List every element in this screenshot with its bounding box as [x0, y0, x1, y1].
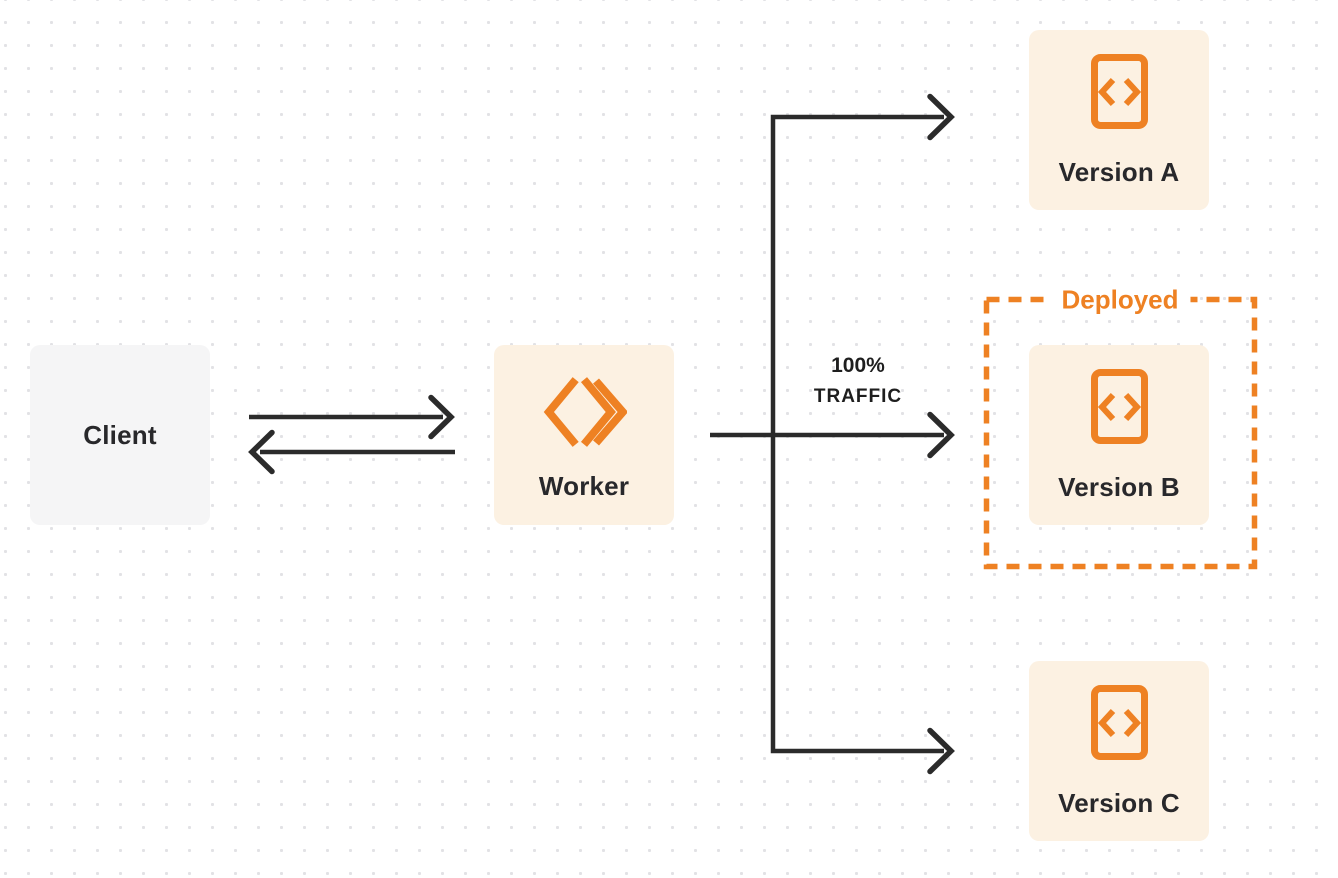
- code-file-icon: [1090, 369, 1148, 444]
- client-label: Client: [83, 420, 157, 450]
- code-file-icon: [1090, 54, 1148, 129]
- arrowhead-to-version-c: [927, 727, 955, 775]
- version-b-label: Version B: [1058, 472, 1180, 502]
- version-c-label: Version C: [1058, 788, 1180, 818]
- arrowhead-to-version-a: [927, 93, 955, 141]
- node-version-b: Version B: [1029, 345, 1209, 525]
- deployed-label: Deployed: [1049, 283, 1191, 317]
- traffic-branch-trunk: [710, 114, 944, 754]
- traffic-word-text: TRAFFIC: [813, 386, 903, 407]
- arrow-client-to-worker: [249, 394, 455, 440]
- node-worker: Worker: [494, 345, 674, 525]
- node-client: Client: [30, 345, 210, 525]
- traffic-percent-text: 100%: [831, 354, 885, 377]
- code-file-icon: [1090, 685, 1148, 760]
- node-version-a: Version A: [1029, 30, 1209, 210]
- arrowhead-to-version-b: [927, 411, 955, 459]
- version-a-label: Version A: [1058, 157, 1180, 187]
- cloudflare-workers-logo-icon: [543, 377, 627, 447]
- arrow-worker-to-client: [248, 429, 455, 475]
- traffic-label: 100% TRAFFIC: [814, 353, 902, 409]
- node-version-c: Version C: [1029, 661, 1209, 841]
- worker-label: Worker: [538, 471, 630, 501]
